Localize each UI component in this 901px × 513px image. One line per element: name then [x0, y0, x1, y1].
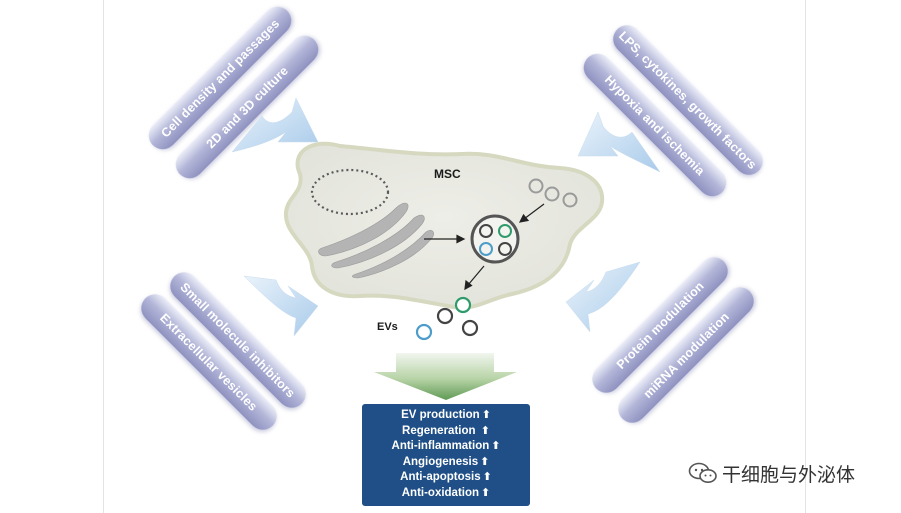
outcome-angiogenesis: Angiogenesis⬆ — [362, 455, 530, 471]
watermark-text: 干细胞与外泌体 — [722, 463, 856, 486]
outcome-anti-inflammation: Anti-inflammation⬆ — [362, 439, 530, 455]
up-arrow-icon: ⬆ — [481, 409, 491, 421]
cell-label: MSC — [434, 167, 461, 181]
outcome-anti-apoptosis: Anti-apoptosis⬆ — [362, 470, 530, 486]
watermark: 干细胞与外泌体 — [688, 460, 855, 486]
msc-cell-body — [283, 141, 605, 310]
intraluminal-vesicle — [498, 242, 512, 256]
vesicle-small — [544, 186, 560, 202]
outcome-regeneration: Regeneration ⬆ — [362, 424, 530, 440]
evs-label: EVs — [377, 321, 398, 333]
ev — [461, 319, 479, 337]
up-arrow-icon: ⬆ — [481, 486, 491, 499]
vesicle-small — [562, 192, 578, 208]
up-arrow-icon: ⬆ — [480, 424, 490, 437]
ev — [454, 296, 472, 314]
wechat-icon — [688, 462, 717, 483]
figure-frame — [103, 0, 806, 513]
multivesicular-body — [470, 214, 520, 264]
pathway-arrows — [424, 203, 545, 291]
outcomes-box: EV production⬆ Regeneration ⬆ Anti-infla… — [362, 404, 530, 506]
golgi-apparatus — [318, 202, 434, 279]
outcome-ev-production: EV production⬆ — [362, 408, 530, 424]
arrow-bottom-left — [243, 275, 319, 337]
result-arrow — [374, 353, 517, 400]
arrow-top-right — [577, 111, 661, 173]
intraluminal-vesicle — [498, 224, 512, 238]
outcome-anti-oxidation: Anti-oxidation⬆ — [362, 486, 530, 502]
vesicle-small — [528, 178, 544, 194]
up-arrow-icon: ⬆ — [491, 440, 501, 453]
arrow-bottom-right — [565, 261, 641, 333]
intraluminal-vesicle — [479, 242, 493, 256]
up-arrow-icon: ⬆ — [480, 455, 490, 468]
ev — [436, 307, 454, 325]
nucleus — [310, 168, 390, 216]
intraluminal-vesicle — [479, 224, 493, 238]
up-arrow-icon: ⬆ — [482, 471, 492, 484]
arrow-top-left — [231, 97, 319, 153]
ev — [415, 323, 433, 341]
